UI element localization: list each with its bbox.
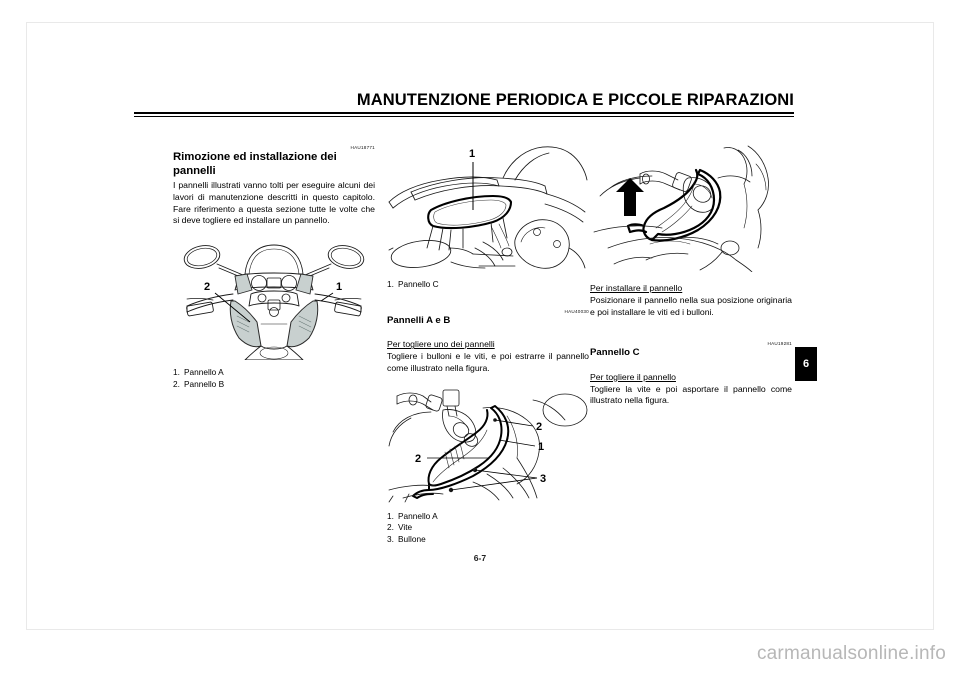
page-sheet <box>26 22 934 630</box>
paragraph-per-installare-il-pannello: Posizionare il pannello nella sua posizi… <box>590 294 792 317</box>
subhead-per-togliere-uno-dei-pannelli: Per togliere uno dei pannelli <box>387 339 495 350</box>
section-title-pannelli-a-e-b: Pannelli A e B <box>387 314 451 326</box>
legend-label: Pannello B <box>184 379 225 390</box>
panel-a-screws-bolts-figure: 2 1 2 3 <box>387 386 589 504</box>
legend-item: 1.Pannello A <box>387 510 438 521</box>
watermark: carmanualsonline.info <box>756 643 946 664</box>
legend-item: 2.Pannello B <box>173 379 225 390</box>
page-title: MANUTENZIONE PERIODICA E PICCOLE RIPARAZ… <box>356 91 794 109</box>
subhead-per-togliere-il-pannello: Per togliere il pannello <box>590 371 676 382</box>
section-title-rimozione-installazione-pannelli: Rimozione ed installazione dei pannelli <box>173 151 337 177</box>
legend-label: Pannello A <box>398 510 438 521</box>
figure-legend-column-1: 1.Pannello A 2.Pannello B <box>173 367 375 391</box>
header-rule-thick <box>134 112 794 115</box>
rear-panel-c-figure: 1 <box>387 144 589 272</box>
header-rule-thin <box>134 115 794 117</box>
callout-1: 1 <box>336 281 342 293</box>
running-head: MANUTENZIONE PERIODICA E PICCOLE RIPARAZ… <box>134 91 794 117</box>
legend-label: Vite <box>398 522 413 533</box>
panel-install-arrow-figure <box>590 144 792 272</box>
callout-2: 2 <box>204 281 210 293</box>
legend-label: Bullone <box>398 534 426 545</box>
legend-item: 2.Vite <box>387 522 413 533</box>
callout-2-top: 2 <box>536 421 542 433</box>
ref-code-column-1: HAU18771 <box>350 145 375 150</box>
legend-item: 1.Pannello C <box>387 279 439 289</box>
paragraph-per-togliere-uno-dei-pannelli: Togliere i bulloni e le viti, e poi estr… <box>387 351 589 373</box>
ref-code-column-2: HAU40030 <box>564 308 589 314</box>
callout-2-left: 2 <box>415 453 421 465</box>
up-arrow-icon <box>616 178 644 216</box>
paragraph-per-togliere-il-pannello: Togliere la vite e poi asportare il pann… <box>590 383 792 406</box>
front-cockpit-panels-figure: 2 1 <box>173 238 375 361</box>
callout-1: 1 <box>469 148 475 160</box>
column-left: HAU18771 Rimozione ed installazione dei … <box>173 144 375 391</box>
ref-code-column-3: HAU19281 <box>767 341 792 347</box>
legend-item: 1.Pannello A <box>173 367 224 378</box>
figure-legend-column-2-top: 1.Pannello C <box>387 279 589 291</box>
intro-paragraph: I pannelli illustrati vanno tolti per es… <box>173 180 375 226</box>
subhead-per-installare-il-pannello: Per installare il pannello <box>590 283 683 293</box>
column-right: Per installare il pannello Posizionare i… <box>590 144 792 407</box>
legend-label: Pannello A <box>184 367 224 378</box>
callout-1: 1 <box>538 441 544 453</box>
legend-label: Pannello C <box>398 279 439 289</box>
chapter-tab-6: 6 <box>795 347 817 381</box>
legend-item: 3.Bullone <box>387 534 426 545</box>
section-title-pannello-c: Pannello C <box>590 347 640 359</box>
column-middle: 1 1.Pannello C HAU40030 Pannelli A e B P… <box>387 144 589 546</box>
page-number: 6-7 <box>473 553 487 563</box>
figure-legend-column-2-bottom: 1.Pannello A 2.Vite 3.Bullone <box>387 511 589 546</box>
callout-3: 3 <box>540 473 546 485</box>
